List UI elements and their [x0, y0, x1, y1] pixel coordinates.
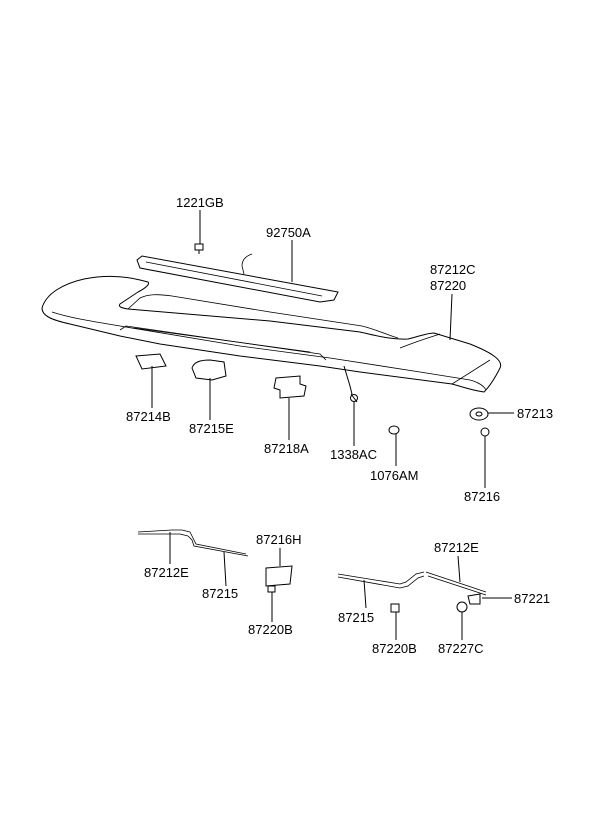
label-1221GB: 1221GB: [176, 195, 224, 210]
high-mount-stop-lamp: [136, 253, 339, 303]
label-1338AC: 1338AC: [330, 447, 377, 462]
washer-part: [469, 407, 489, 421]
label-87215-right: 87215: [338, 610, 374, 625]
label-87221: 87221: [514, 591, 550, 606]
rear-spoiler-assembly: [41, 276, 502, 393]
lower-left-parts: [137, 529, 293, 593]
label-87214B: 87214B: [126, 409, 171, 424]
label-87215-left: 87215: [202, 586, 238, 601]
screw-part: [194, 243, 204, 254]
label-87212E-left: 87212E: [144, 565, 189, 580]
label-87227C: 87227C: [438, 641, 484, 656]
label-87212E-right: 87212E: [434, 540, 479, 555]
pad-part: [135, 353, 167, 370]
label-87212C: 87212C: [430, 262, 476, 277]
label-92750A: 92750A: [266, 225, 311, 240]
label-87215E: 87215E: [189, 421, 234, 436]
label-87220: 87220: [430, 278, 466, 293]
grommet-part: [388, 425, 400, 435]
leader-lines: [151, 210, 514, 640]
label-87216H: 87216H: [256, 532, 302, 547]
cover-part: [191, 359, 227, 381]
label-87220B-right: 87220B: [372, 641, 417, 656]
lower-right-parts: [337, 571, 487, 613]
clip-part: [350, 393, 358, 403]
label-87213: 87213: [517, 406, 553, 421]
label-1076AM: 1076AM: [370, 468, 418, 483]
label-87218A: 87218A: [264, 441, 309, 456]
bracket-part: [273, 375, 307, 399]
label-87220B-left: 87220B: [248, 622, 293, 637]
part-labels: 1221GB 92750A 87212C 87220 87213 87214B …: [126, 195, 553, 656]
label-87216: 87216: [464, 489, 500, 504]
nut-part: [480, 427, 490, 437]
